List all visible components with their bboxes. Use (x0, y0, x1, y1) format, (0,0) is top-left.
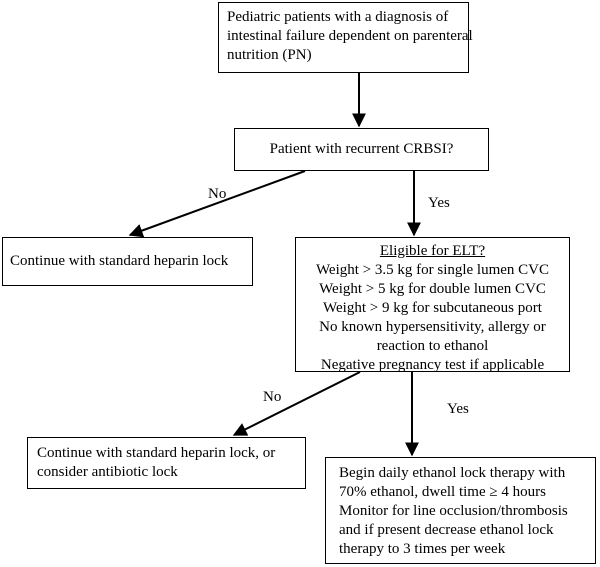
arrow-eligibility-no (232, 371, 361, 436)
eligibility-criterion: Negative pregnancy test if applicable (320, 357, 545, 373)
yes-label-2: Yes (447, 401, 469, 417)
antibiotic-lock-line: consider antibiotic lock (37, 464, 178, 480)
eligibility-criterion: Weight > 9 kg for subcutaneous port (323, 300, 542, 316)
eligibility-criterion: No known hypersensitivity, allergy or (319, 319, 546, 335)
question-text: Patient with recurrent CRBSI? (269, 141, 454, 157)
ethanol-lock-line: therapy to 3 times per week (339, 541, 506, 557)
arrow-question-no (128, 170, 306, 238)
no-label-2: No (263, 389, 282, 405)
continue-heparin-text: Continue with standard heparin lock (10, 253, 229, 269)
eligibility-criterion: reaction to ethanol (376, 338, 489, 354)
ethanol-lock-line: Monitor for line occlusion/thrombosis (339, 503, 568, 519)
start-box: Pediatric patients with a diagnosis of i… (218, 2, 473, 73)
no-label-1: No (208, 186, 227, 202)
start-line: nutrition (PN) (227, 47, 312, 63)
eligibility-criterion: Weight > 3.5 kg for single lumen CVC (315, 262, 550, 278)
yes-label-1: Yes (428, 195, 450, 211)
ethanol-lock-line: Begin daily ethanol lock therapy with (339, 465, 566, 481)
start-line: intestinal failure dependent on parenter… (227, 28, 473, 44)
eligibility-criterion: Weight > 5 kg for double lumen CVC (319, 281, 546, 297)
antibiotic-lock-line: Continue with standard heparin lock, or (37, 445, 276, 461)
ethanol-lock-line: 70% ethanol, dwell time ≥ 4 hours (339, 484, 546, 500)
antibiotic-lock-box: Continue with standard heparin lock, or … (27, 437, 306, 489)
eligibility-heading: Eligible for ELT? (379, 243, 486, 259)
eligibility-box: Eligible for ELT? Weight > 3.5 kg for si… (295, 237, 570, 373)
continue-heparin-box: Continue with standard heparin lock (2, 237, 253, 286)
ethanol-lock-box: Begin daily ethanol lock therapy with 70… (325, 457, 596, 564)
start-line: Pediatric patients with a diagnosis of (227, 9, 449, 25)
question-box: Patient with recurrent CRBSI? (234, 128, 489, 171)
ethanol-lock-line: and if present decrease ethanol lock (339, 522, 554, 538)
